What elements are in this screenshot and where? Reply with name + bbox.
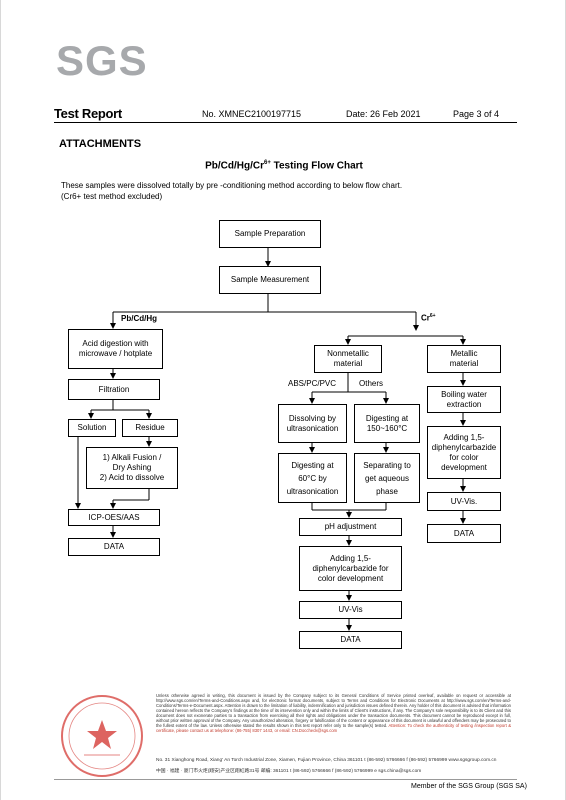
branch-label-cr: Cr	[421, 313, 430, 323]
flowchart-title-main: Pb/Cd/Hg/Cr	[205, 160, 264, 172]
adding-diphenylcarbazide-mid-box: Adding 1,5-diphenylcarbazide for color d…	[299, 546, 402, 591]
footer-address-en: No. 31 Xianghong Road, Xiang' An Torch I…	[156, 758, 497, 763]
filtration-box: Filtration	[68, 379, 160, 400]
alkali-line-3: 2) Acid to dissolve	[99, 473, 165, 482]
icp-oes-aas-box: ICP-OES/AAS	[68, 509, 160, 526]
branch-label-cr-sup: 6+	[429, 313, 436, 319]
branch-label-cr6: Cr6+	[421, 313, 436, 323]
adding-diphenylcarbazide-right-box: Adding 1,5-diphenylcarbazide for color d…	[427, 426, 501, 479]
uv-vis-right-box: UV-Vis.	[427, 492, 501, 511]
data-mid-box: DATA	[299, 631, 402, 649]
sgs-logo: SGS	[56, 38, 166, 84]
footer-address-cn: 中国 · 福建 · 厦门市火炬(翔安)产业区翔虹路31号 邮编: 361101 …	[156, 769, 422, 774]
data-right-box: DATA	[427, 524, 501, 543]
solution-box: Solution	[68, 419, 116, 437]
nonmetallic-material-box: Nonmetallic material	[314, 345, 382, 373]
company-seal-stamp	[61, 695, 143, 777]
sample-preparation-box: Sample Preparation	[219, 220, 321, 248]
separating-aqueous-box: Separating to get aqueous phase	[354, 453, 420, 503]
data-left-box: DATA	[68, 538, 160, 556]
flowchart-title-sup: 6+	[264, 160, 271, 166]
alkali-fusion-box: 1) Alkali Fusion / Dry Ashing 2) Acid to…	[86, 447, 178, 489]
dissolving-ultrasonication-box: Dissolving by ultrasonication	[278, 404, 347, 443]
uv-vis-mid-box: UV-Vis	[299, 601, 402, 619]
footer-rule	[54, 779, 517, 780]
others-label: Others	[359, 379, 384, 388]
flowchart-title: Pb/Cd/Hg/Cr6+ Testing Flow Chart	[1, 160, 566, 171]
flowchart-intro: These samples were dissolved totally by …	[61, 180, 402, 202]
metallic-material-box: Metallic material	[427, 345, 501, 373]
sgs-group-member-text: Member of the SGS Group (SGS SA)	[411, 783, 527, 790]
attention-text: Attention: To check the authenticity of …	[156, 723, 511, 733]
boiling-water-extraction-box: Boiling water extraction	[427, 386, 501, 413]
report-title: Test Report	[54, 106, 122, 121]
report-date: Date: 26 Feb 2021	[346, 109, 421, 119]
alkali-line-1: 1) Alkali Fusion /	[102, 453, 162, 462]
ph-adjustment-box: pH adjustment	[299, 518, 402, 536]
report-number: No. XMNEC2100197715	[202, 109, 302, 119]
page-number: Page 3 of 4	[453, 109, 500, 119]
abs-pc-pvc-label: ABS/PC/PVC	[288, 379, 337, 388]
attachments-heading: ATTACHMENTS	[59, 138, 142, 150]
alkali-line-2: Dry Ashing	[112, 463, 152, 472]
intro-line-1: These samples were dissolved totally by …	[61, 181, 403, 190]
residue-box: Residue	[122, 419, 178, 437]
sample-measurement-box: Sample Measurement	[219, 266, 321, 294]
sgs-logo-text: SGS	[56, 37, 148, 84]
disclaimer-text: Unless otherwise agreed in writing, this…	[156, 693, 511, 728]
header-rule	[54, 122, 517, 123]
branch-label-pb-cd-hg: Pb/Cd/Hg	[121, 314, 157, 323]
digesting-150-box: Digesting at 150~160°C	[354, 404, 420, 443]
flowchart-title-tail: Testing Flow Chart	[270, 160, 363, 172]
digesting-60-box: Digesting at 60°C by ultrasonication	[278, 453, 347, 503]
intro-line-2: (Cr6+ test method excluded)	[61, 192, 163, 201]
acid-digestion-box: Acid digestion with microwave / hotplate	[68, 329, 163, 369]
footer-disclaimer: Unless otherwise agreed in writing, this…	[156, 693, 511, 733]
